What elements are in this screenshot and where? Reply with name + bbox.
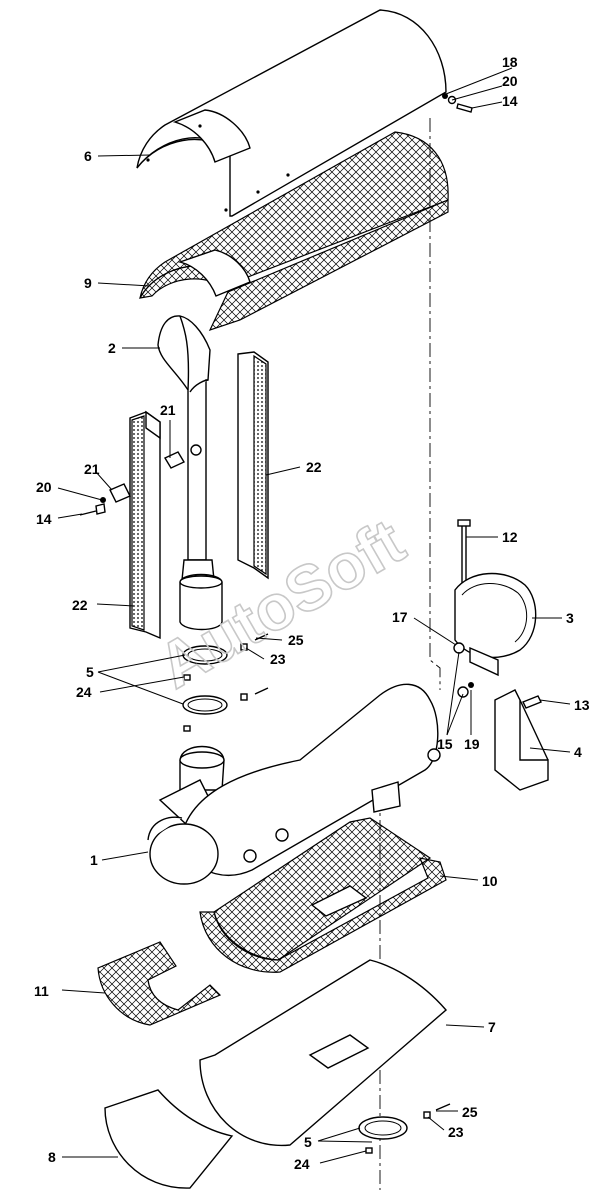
part-6-upper-shield <box>136 9 447 217</box>
callout-25: 25 <box>288 632 304 648</box>
callout-3: 3 <box>566 610 574 626</box>
callout-17: 17 <box>392 609 408 625</box>
callout-21: 21 <box>160 402 176 418</box>
callout-25: 25 <box>462 1104 478 1120</box>
leader-lines <box>57 67 571 1164</box>
callout-11: 11 <box>34 983 49 999</box>
callout-21: 21 <box>84 461 100 477</box>
callout-24: 24 <box>76 684 92 700</box>
callout-6: 6 <box>84 148 92 164</box>
callout-1: 1 <box>90 852 98 868</box>
callout-22: 22 <box>72 597 88 613</box>
part-22-heat-shield-strip-right <box>237 351 269 580</box>
part-4-bracket <box>494 689 549 791</box>
part-7-lower-shield <box>199 959 447 1147</box>
callout-labels: 18 20 14 6 9 2 21 21 20 14 22 22 12 3 17… <box>34 54 590 1172</box>
callout-20: 20 <box>502 73 518 89</box>
callout-23: 23 <box>270 651 286 667</box>
callout-5: 5 <box>86 664 94 680</box>
callout-8: 8 <box>48 1149 56 1165</box>
callout-19: 19 <box>464 736 480 752</box>
callout-5: 5 <box>304 1134 312 1150</box>
part-11-small-lower-insulation <box>97 941 222 1026</box>
callout-14: 14 <box>36 511 52 527</box>
callout-18: 18 <box>502 54 518 70</box>
callout-2: 2 <box>108 340 116 356</box>
callout-13: 13 <box>574 697 590 713</box>
part-8-small-lower-shield <box>104 1089 234 1189</box>
callout-9: 9 <box>84 275 92 291</box>
part-9-upper-insulation <box>138 131 449 332</box>
part-3-clamp-band <box>454 572 537 677</box>
callout-12: 12 <box>502 529 518 545</box>
callout-4: 4 <box>574 744 582 760</box>
callout-10: 10 <box>482 873 498 889</box>
callout-24: 24 <box>294 1156 310 1172</box>
part-10-lower-insulation <box>199 817 447 973</box>
callout-15: 15 <box>437 736 453 752</box>
part-22-heat-shield-strip-left <box>129 410 161 640</box>
parts-15-17-19-fasteners <box>453 642 474 698</box>
callout-7: 7 <box>488 1019 496 1035</box>
callout-23: 23 <box>448 1124 464 1140</box>
callout-14: 14 <box>502 93 518 109</box>
part-13-bolt <box>522 695 542 709</box>
part-21-brackets <box>79 444 202 516</box>
part-1-muffler <box>147 683 441 885</box>
part-2-exhaust-pipe <box>157 315 223 631</box>
callout-22: 22 <box>306 459 322 475</box>
callout-20: 20 <box>36 479 52 495</box>
part-5-clamp-lower <box>358 1103 451 1154</box>
